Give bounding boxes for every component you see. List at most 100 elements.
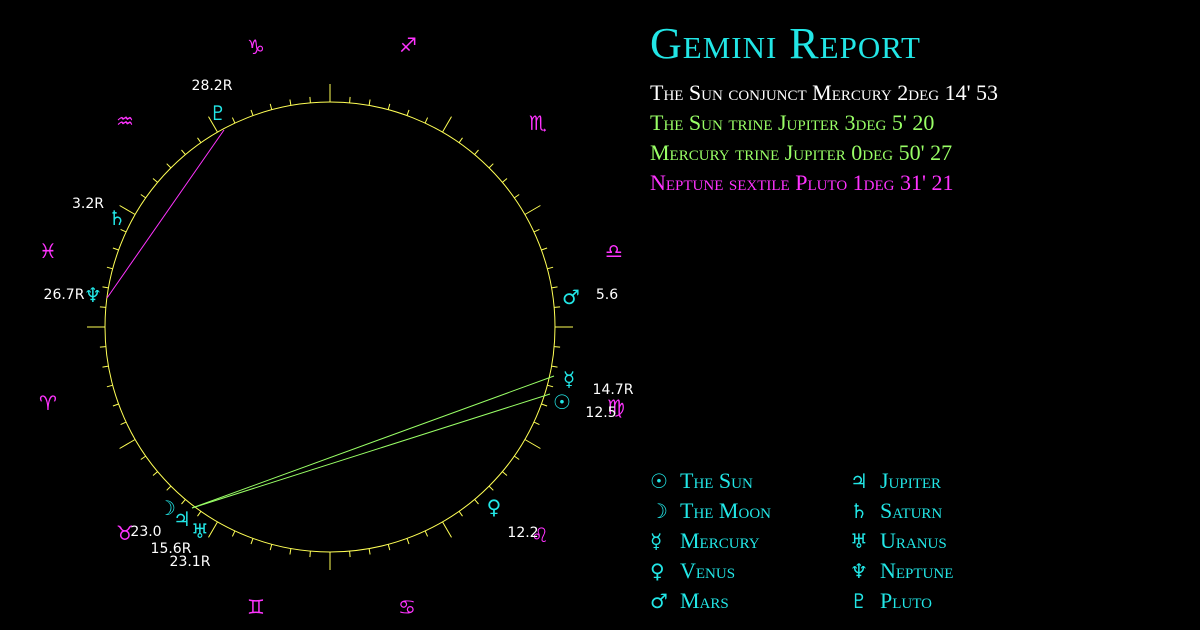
jupiter-icon: ♃ (173, 507, 191, 531)
wheel-tick (406, 538, 410, 545)
planet-glyphs: ♇ 28.2R ♄ 3.2R ♆ 26.7R ♂ 5.6 ☿ 14.7R ☉ 1… (44, 78, 634, 570)
wheel-tick (424, 117, 429, 124)
sun-icon: ☉ (553, 390, 571, 414)
wheel-tick (208, 521, 218, 538)
leo-icon: ♌ (531, 523, 549, 547)
legend-label: Mars (680, 588, 729, 613)
wheel-tick (387, 103, 391, 110)
aspect-line-sun-jupiter (191, 375, 555, 509)
wheel-tick (349, 96, 351, 103)
legend-item-sun: ☉The Sun (650, 466, 850, 496)
legend-label: Pluto (880, 588, 932, 613)
wheel-tick (488, 485, 494, 491)
wheel-tick (533, 421, 540, 426)
sagittarius-icon: ♐ (399, 33, 417, 57)
wheel-tick (514, 194, 520, 199)
wheel-tick (458, 511, 463, 517)
moon-degree-label: 23.0 (130, 524, 161, 540)
wheel-tick (524, 205, 541, 215)
mercury-icon: ☿ (563, 367, 575, 391)
wheel-tick (140, 455, 146, 460)
scorpio-icon: ♏ (529, 111, 547, 135)
wheel-tick (289, 99, 292, 106)
wheel-tick (208, 116, 218, 133)
wheel-tick (442, 116, 452, 133)
wheel-tick (309, 551, 311, 558)
legend-label: Uranus (880, 528, 947, 553)
legend-label: Saturn (880, 498, 943, 523)
wheel-tick (231, 117, 236, 124)
wheel-tick (541, 247, 548, 251)
neptune-icon: ♆ (850, 559, 868, 583)
wheel-tick (152, 178, 158, 183)
aspect-text-sun-jupiter: The Sun trine Jupiter 3deg 5' 20 (650, 110, 935, 135)
aspect-line-mercury-jupiter (191, 393, 551, 509)
report-panel: Gemini Report The Sun conjunct Mercury 2… (650, 18, 998, 198)
wheel-tick (289, 548, 292, 555)
wheel-tick (458, 137, 463, 143)
wheel-tick (424, 530, 429, 537)
mercury-icon: ☿ (650, 529, 663, 553)
wheel-tick (99, 346, 106, 348)
legend-label: Neptune (880, 558, 954, 583)
aspect-text-sun-mercury: The Sun conjunct Mercury 2deg 14' 53 (650, 80, 999, 105)
wheel-ticks (87, 84, 573, 570)
aspect-text-neptune-pluto: Neptune sextile Pluto 1deg 31' 21 (650, 170, 954, 195)
jupiter-degree-label: 15.6R (151, 541, 192, 557)
wheel-tick (349, 551, 351, 558)
zodiac-sign-glyphs: ♑ ♐ ♏ ♎ ♍ ♌ ♋ ♊ ♉ ♈ ♓ ♒ (39, 33, 625, 619)
sun-icon: ☉ (650, 469, 668, 493)
report-title: Gemini Report (650, 19, 921, 68)
legend-label: Venus (680, 558, 736, 583)
planet-legend: ☉The Sun ♃Jupiter ☽The Moon ♄Saturn ☿Mer… (650, 466, 1050, 616)
wheel-tick (120, 228, 127, 233)
aspect-text-mercury-jupiter: Mercury trine Jupiter 0deg 50' 27 (650, 140, 953, 165)
wheel-tick (119, 205, 136, 215)
wheel-tick (502, 178, 508, 183)
wheel-tick (541, 403, 548, 407)
virgo-icon: ♍ (607, 395, 625, 419)
aspect-lines (106, 129, 555, 509)
uranus-icon: ♅ (850, 529, 868, 553)
wheel-tick (269, 544, 273, 551)
venus-icon: ♀ (650, 559, 665, 583)
legend-item-moon: ☽The Moon (650, 496, 850, 526)
wheel-tick (197, 511, 202, 517)
mercury-degree-label: 14.7R (593, 382, 634, 398)
neptune-icon: ♆ (84, 283, 102, 307)
wheel-tick (181, 149, 186, 155)
wheel-tick (112, 247, 119, 251)
uranus-degree-label: 23.1R (170, 554, 211, 570)
wheel-tick (250, 538, 254, 545)
pluto-icon: ♇ (850, 589, 868, 613)
wheel-tick (152, 471, 158, 476)
wheel-tick (474, 499, 479, 505)
aquarius-icon: ♒ (116, 109, 134, 133)
zodiac-wheel-circle (104, 101, 556, 553)
libra-icon: ♎ (605, 239, 623, 263)
wheel-tick (166, 163, 172, 169)
neptune-degree-label: 26.7R (44, 287, 85, 303)
cancer-icon: ♋ (398, 595, 416, 619)
legend-item-jupiter: ♃Jupiter (850, 466, 1050, 496)
legend-item-mercury: ☿Mercury (650, 526, 850, 556)
jupiter-icon: ♃ (850, 469, 868, 493)
saturn-icon: ♄ (108, 206, 126, 230)
wheel-tick (533, 228, 540, 233)
mars-icon: ♂ (650, 589, 668, 613)
wheel-tick (368, 99, 371, 106)
wheel-tick (181, 499, 186, 505)
wheel-tick (197, 137, 202, 143)
wheel-tick (112, 403, 119, 407)
uranus-icon: ♅ (191, 519, 209, 543)
taurus-icon: ♉ (116, 521, 134, 545)
wheel-tick (524, 439, 541, 449)
mars-degree-label: 5.6 (596, 287, 618, 303)
wheel-tick (488, 163, 494, 169)
natal-chart-wheel: ♑ ♐ ♏ ♎ ♍ ♌ ♋ ♊ ♉ ♈ ♓ ♒ ♇ 28.2R ♄ 3.2R ♆… (39, 33, 634, 619)
wheel-tick (502, 471, 508, 476)
moon-icon: ☽ (158, 496, 176, 520)
wheel-tick (406, 109, 410, 116)
legend-item-uranus: ♅ Uranus (850, 526, 1050, 556)
wheel-tick (547, 266, 554, 270)
